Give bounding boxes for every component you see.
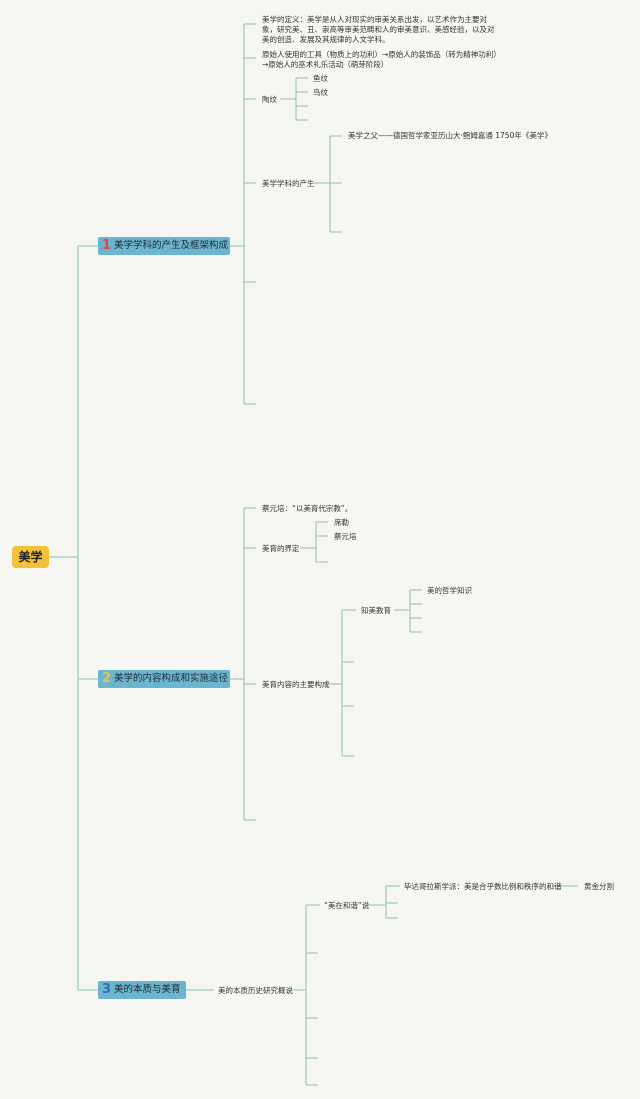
golden-ratio-node[interactable]: 黄金分割 (584, 882, 614, 891)
root-node[interactable]: 美学 (12, 546, 49, 568)
definition-node[interactable]: 美学的定义：美学是从人对现实的审美关系出发，以艺术作为主要对象，研究美、丑、崇高… (262, 15, 495, 44)
discipline-birth-node[interactable]: 美学学科的产生 (262, 179, 315, 188)
knowing-beauty-education-node[interactable]: 知美教育 (361, 606, 391, 615)
schiller-node[interactable]: 席勒 (334, 518, 349, 527)
harmony-theory-node[interactable]: “美在和谐”说 (324, 901, 370, 910)
bird-pattern-node[interactable]: 鸟纹 (313, 88, 328, 97)
branch-1-label: 美学学科的产生及框架构成 (114, 240, 229, 251)
history-overview-node[interactable]: 美的本质历史研究概说 (218, 986, 293, 995)
philosophy-of-beauty-node[interactable]: 美的哲学知识 (427, 586, 472, 595)
aesthetic-education-definition-node[interactable]: 美育的界定 (262, 544, 300, 553)
branch-3-label: 美的本质与美育 (114, 984, 181, 995)
father-of-aesthetics-node[interactable]: 美学之父——德国哲学家亚历山大·鲍姆嘉通 1750年《美学》 (348, 131, 552, 140)
fish-pattern-node[interactable]: 鱼纹 (313, 74, 328, 83)
branch-3-number: 3 (102, 982, 112, 997)
content-composition-node[interactable]: 美育内容的主要构成 (262, 680, 330, 689)
branch-1-number: 1 (102, 238, 112, 253)
cai-yuanpei-node[interactable]: 蔡元培 (334, 532, 357, 541)
branch-2-label: 美学的内容构成和实施途径 (114, 673, 229, 684)
branch-2-number: 2 (102, 671, 112, 686)
pottery-node[interactable]: 陶纹 (262, 95, 277, 104)
origin-node[interactable]: 原始人使用的工具（物质上的功利）→原始人的装饰品（转为精神功利）→原始人的巫术礼… (262, 50, 498, 69)
pythagoras-node[interactable]: 毕达哥拉斯学派：美是合乎数比例和秩序的和谐 (404, 882, 562, 891)
cai-yuanpei-quote-node[interactable]: 蔡元培：“以美育代宗教”。 (262, 504, 353, 513)
